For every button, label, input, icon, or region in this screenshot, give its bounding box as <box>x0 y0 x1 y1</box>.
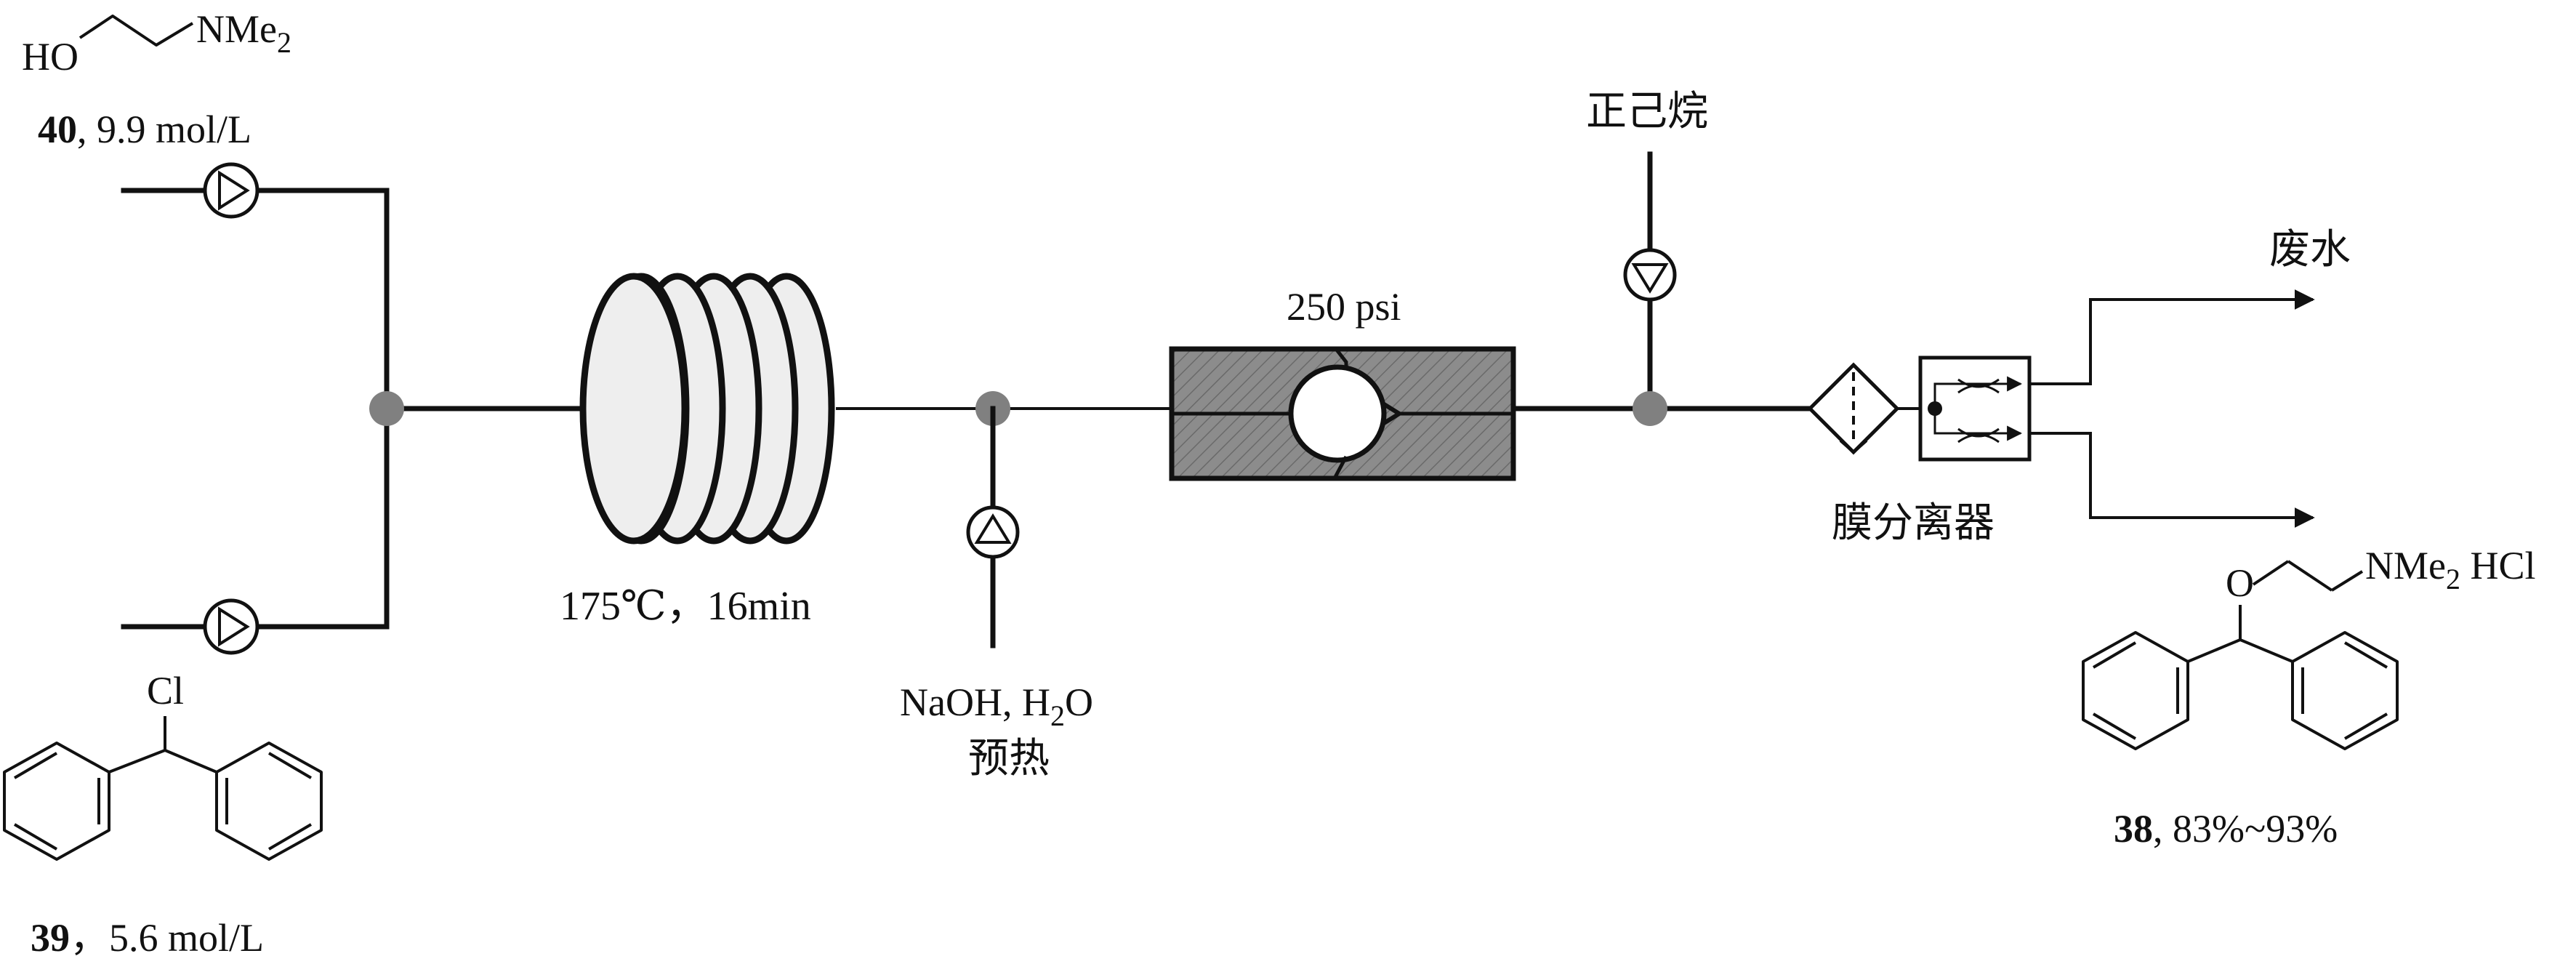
compound-40-concentration: , 9.9 mol/L <box>77 108 251 151</box>
membrane-separator-icon <box>1918 356 2032 462</box>
svg-text:NMe2 HCl: NMe2 HCl <box>2365 544 2536 595</box>
coil-reactor-icon <box>579 273 835 545</box>
reactor-condition-label: 175℃，16min <box>560 584 811 629</box>
filter-icon <box>1807 362 1900 455</box>
compound-39-concentration: ，5.6 mol/L <box>70 916 264 960</box>
pump-icon <box>203 162 259 219</box>
compound-39-structure: Cl <box>3 669 323 861</box>
pressure-label: 250 psi <box>1287 285 1401 329</box>
compound-38-number: 38 <box>2114 807 2153 851</box>
compound-38-hcl: HCl <box>2460 544 2536 587</box>
compound-39-number: 39 <box>31 916 70 960</box>
compound-38-sub: 2 <box>2446 563 2460 595</box>
mixer-icon <box>369 391 404 426</box>
pump-icon <box>1623 248 1677 302</box>
preheat-label: 预热 <box>968 736 1050 782</box>
compound-40-structure: HO NMe2 <box>22 7 291 79</box>
quench-reagent-sub: 2 <box>1050 699 1065 732</box>
waste-water-label: 废水 <box>2269 228 2351 273</box>
compound-40-nme: NMe <box>196 7 277 51</box>
feed-lines <box>121 188 593 630</box>
compound-38-structure: O NMe2 HCl <box>2082 544 2536 750</box>
svg-text:NMe2: NMe2 <box>196 7 291 59</box>
quench-reagent-suffix: O <box>1065 680 1093 724</box>
svg-text:NaOH, H2O: NaOH, H2O <box>900 680 1093 732</box>
svg-text:39，5.6 mol/L: 39，5.6 mol/L <box>31 916 264 960</box>
pump-icon <box>203 598 259 655</box>
svg-text:38, 83%~93%: 38, 83%~93% <box>2114 807 2338 851</box>
compound-40-ho: HO <box>22 35 79 79</box>
back-pressure-regulator-icon <box>1169 346 1516 481</box>
separator-label: 膜分离器 <box>1832 501 1995 546</box>
compound-38-nme: NMe <box>2365 544 2446 587</box>
quench-reagent-label: NaOH, H <box>900 680 1050 724</box>
mixer-icon <box>1633 391 1667 426</box>
compound-40-sub: 2 <box>277 26 291 59</box>
pump-icon <box>966 505 1020 559</box>
solvent-label: 正己烷 <box>1586 89 1708 134</box>
compound-38-yield: , 83%~93% <box>2153 807 2338 851</box>
svg-text:40, 9.9 mol/L: 40, 9.9 mol/L <box>38 108 251 151</box>
compound-40-number: 40 <box>38 108 77 151</box>
compound-38-o: O <box>2226 561 2254 605</box>
compound-39-cl: Cl <box>147 669 184 712</box>
